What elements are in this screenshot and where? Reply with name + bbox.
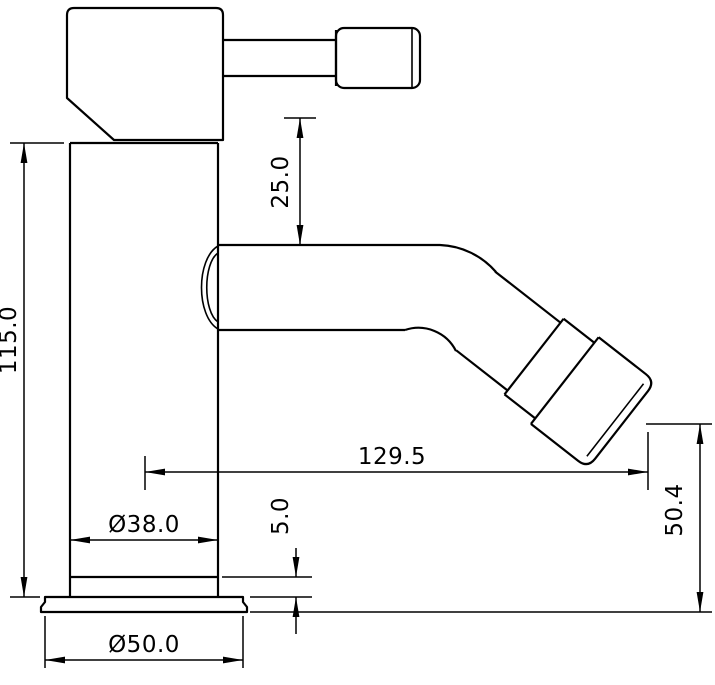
dim-label-base-diameter: Ø50.0 bbox=[108, 632, 180, 658]
aerator-collar-bottom-line bbox=[503, 393, 536, 420]
dimension-base-plate-offset: 5.0 bbox=[222, 497, 312, 634]
aerator-collar-top-line bbox=[562, 317, 596, 344]
dim-label-body-diameter: Ø38.0 bbox=[108, 512, 180, 538]
dim-label-base-plate-offset: 5.0 bbox=[268, 497, 294, 535]
aerator-ring-2 bbox=[530, 336, 600, 425]
spout-column-fillet-inner bbox=[205, 252, 219, 323]
aerator-pipe-bottom-line bbox=[455, 349, 509, 392]
dim-label-outlet-height: 50.4 bbox=[662, 483, 688, 536]
dimension-outlet-height: 50.4 bbox=[250, 423, 712, 613]
faucet-spout bbox=[200, 243, 497, 352]
aerator-face-line bbox=[586, 383, 645, 457]
faucet-head bbox=[65, 6, 225, 142]
faucet-body-column bbox=[68, 141, 220, 597]
spout-column-fillet-outer bbox=[200, 245, 219, 330]
aerator-head bbox=[530, 336, 653, 466]
dim-label-spout-reach: 129.5 bbox=[358, 444, 426, 470]
faucet-outline bbox=[39, 6, 653, 614]
spout-bend-outer-arc bbox=[439, 243, 497, 273]
spout-bend-inner-arc bbox=[404, 326, 457, 352]
dimension-spout-clearance: 25.0 bbox=[268, 117, 316, 245]
aerator-pipe-top-line bbox=[494, 270, 562, 324]
dimension-body-diameter: Ø38.0 bbox=[70, 512, 218, 544]
dim-label-spout-clearance: 25.0 bbox=[268, 155, 294, 208]
aerator-ring-1 bbox=[503, 318, 565, 396]
dimension-spout-reach: 129.5 bbox=[144, 432, 649, 490]
aerator-assembly bbox=[455, 270, 653, 466]
dim-label-body-height: 115.0 bbox=[0, 306, 22, 374]
handle-knurled-grip bbox=[334, 26, 422, 90]
faucet-handle bbox=[223, 26, 422, 90]
dimension-body-height: 115.0 bbox=[0, 142, 64, 598]
dimension-base-diameter: Ø50.0 bbox=[44, 616, 244, 668]
base-plate bbox=[39, 595, 249, 614]
